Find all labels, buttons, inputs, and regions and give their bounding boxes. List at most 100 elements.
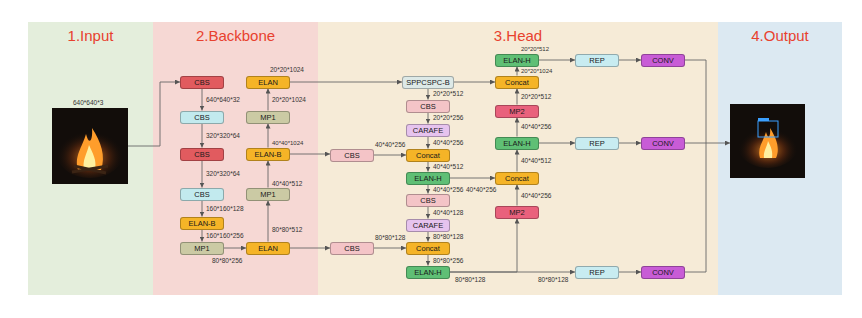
logs [72, 166, 108, 173]
layer-box: Concat [406, 242, 450, 255]
tensor-size: 160*160*256 [206, 232, 244, 240]
layer-name: CBS [194, 112, 209, 123]
layer-name: CBS [420, 195, 435, 206]
connector-arrow [428, 255, 429, 266]
connector-arrow [517, 118, 518, 137]
layer-name: MP1 [260, 189, 275, 200]
tensor-size: 80*80*128 [455, 276, 485, 284]
tensor-size: 20*20*1024 [272, 96, 306, 104]
layer-name: CBS [194, 77, 209, 88]
layer-box: ELAN-H [406, 172, 450, 185]
layer-name: MP2 [509, 207, 524, 218]
layer-box: SPPCSPC-B [402, 76, 454, 89]
connector-arrow [454, 82, 495, 83]
tensor-size: 640*640*3 [73, 99, 103, 107]
layer-box: REP [575, 54, 619, 67]
panel-title: 1.Input [28, 22, 153, 44]
layer-name: CBS [194, 149, 209, 160]
layer-name: ELAN [258, 77, 278, 88]
layer-name: CARAFE [413, 125, 443, 136]
image-wire [128, 82, 180, 146]
layer-box: ELAN-H [495, 137, 539, 150]
layer-name: CBS [194, 189, 209, 200]
layer-box: MP2 [495, 206, 539, 219]
tensor-size: 80*80*128 [433, 233, 463, 241]
output-image [730, 104, 805, 178]
layer-name: ELAN-B [188, 218, 215, 229]
layer-box: ELAN-H [406, 266, 450, 279]
tensor-size: 80*80*256 [433, 257, 463, 265]
stage-panel: 3.HeadSPPCSPC-BCBSCARAFEConcatELAN-HCBSC… [318, 22, 718, 295]
tensor-size: 80*80*128 [538, 276, 568, 284]
connector-arrow [202, 201, 203, 217]
layer-box: CBS [180, 148, 224, 161]
flame-core [764, 141, 772, 158]
layer-box: CONV [641, 54, 685, 67]
image-wire [685, 60, 706, 143]
image-ground [52, 108, 128, 184]
layer-name: Concat [505, 77, 529, 88]
tensor-size: 20*20*256 [433, 114, 463, 122]
layer-name: MP1 [194, 243, 209, 254]
tensor-size: 80*80*512 [272, 226, 302, 234]
tensor-size: 40*40*256 [433, 139, 463, 147]
detection-box [758, 121, 778, 137]
layer-box: CBS [180, 76, 224, 89]
layer-name: CONV [652, 55, 674, 66]
connector-arrow [268, 89, 269, 111]
layer-box: Concat [406, 149, 450, 162]
tensor-size: 40*40*512 [433, 163, 463, 171]
tensor-size: 640*640*32 [206, 96, 240, 104]
connector-arrow [290, 154, 330, 155]
connector-arrow [428, 207, 429, 219]
layer-name: SPPCSPC-B [406, 77, 449, 88]
layer-box: ELAN-B [246, 148, 290, 161]
layer-box: MP1 [180, 242, 224, 255]
layer-box: REP [575, 137, 619, 150]
layer-name: CONV [652, 138, 674, 149]
layer-box: Concat [495, 76, 539, 89]
connector-arrow [428, 137, 429, 149]
connector-arrow [517, 67, 518, 76]
connector-arrow [268, 161, 269, 188]
connector-arrow [290, 82, 402, 83]
tensor-size: 40*40*128 [433, 209, 463, 217]
layer-box: CBS [406, 194, 450, 207]
connector-arrow [619, 272, 641, 273]
connector-arrow [202, 124, 203, 148]
layer-box: CBS [180, 111, 224, 124]
layer-box: ELAN [246, 76, 290, 89]
connector-arrow [539, 60, 575, 61]
flame-core [84, 145, 96, 170]
connector-arrow [428, 89, 429, 100]
connector-arrow [374, 248, 406, 249]
input-image [52, 108, 128, 184]
tensor-size: 20*20*1024 [521, 68, 552, 76]
flame [759, 128, 778, 158]
panel-title: 2.Backbone [153, 22, 318, 44]
fire-glow [56, 126, 124, 178]
connector-arrow [290, 248, 330, 249]
layer-box: ELAN-B [180, 217, 224, 230]
tensor-size: 20*20*512 [521, 46, 549, 54]
tensor-size: 20*20*512 [433, 90, 463, 98]
connector-arrow [517, 185, 518, 206]
image-wire [685, 143, 706, 272]
layer-box: REP [575, 266, 619, 279]
layer-name: REP [589, 55, 604, 66]
layer-box: CBS [330, 242, 374, 255]
layer-name: CBS [344, 243, 359, 254]
connector-arrow [619, 143, 641, 144]
tensor-size: 40*40*256 [466, 186, 496, 194]
layer-name: REP [589, 267, 604, 278]
tensor-size: 40*40*256 [521, 192, 551, 200]
connector-arrow [539, 143, 575, 144]
connector-arrow [268, 201, 269, 242]
layer-box: MP2 [495, 105, 539, 118]
layer-box: CBS [406, 100, 450, 113]
connector-arrow [268, 124, 269, 148]
layer-box: CARAFE [406, 124, 450, 137]
layer-box: MP1 [246, 111, 290, 124]
tensor-size: 40*40*512 [521, 157, 551, 165]
tensor-size: 320*320*64 [206, 170, 240, 178]
